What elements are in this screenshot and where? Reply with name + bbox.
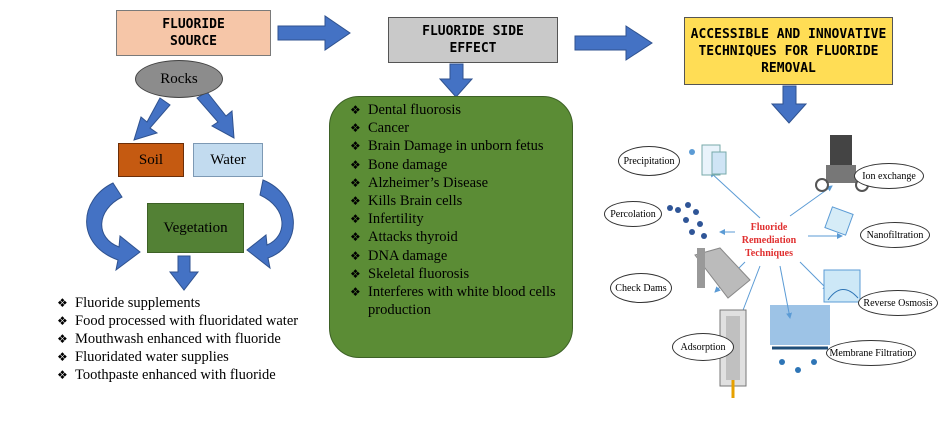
percolation-picture: [667, 202, 707, 239]
techniques-title: ACCESSIBLE AND INNOVATIVE TECHNIQUES FOR…: [684, 17, 893, 85]
ion-exchange-label: Ion exchange: [854, 163, 924, 189]
side-effect-item: Skeletal fluorosis: [348, 265, 564, 283]
side-effect-item: Attacks thyroid: [348, 228, 564, 246]
arrow-effect-down: [438, 63, 474, 98]
percolation-label: Percolation: [604, 201, 662, 227]
side-effect-item: Cancer: [348, 119, 564, 137]
arrow-water-vegetation: [246, 179, 294, 270]
source-item: Mouthwash enhanced with fluoride: [55, 330, 345, 348]
arrow-techniques-down: [770, 85, 808, 124]
vegetation-node: Vegetation: [147, 203, 244, 253]
technique-illustrations: [667, 135, 869, 398]
check-dams-label: Check Dams: [610, 273, 672, 303]
source-item: Fluoridated water supplies: [55, 348, 345, 366]
side-effect-item: Kills Brain cells: [348, 192, 564, 210]
side-effect-title-text: FLUORIDE SIDE EFFECT: [422, 24, 524, 56]
side-effect-panel: Dental fluorosis Cancer Brain Damage in …: [329, 96, 573, 358]
membrane-filtration-label: Membrane Filtration: [826, 340, 916, 366]
side-effect-item: DNA damage: [348, 247, 564, 265]
water-label: Water: [210, 151, 246, 168]
arrow-rocks-water: [196, 91, 235, 139]
arrow-rocks-soil: [133, 97, 171, 141]
side-effect-item: Infertility: [348, 210, 564, 228]
precipitation-picture: [689, 144, 727, 176]
side-effect-item: Interferes with white blood cells produc…: [348, 283, 564, 319]
check-dams-picture: [694, 247, 751, 299]
side-effect-item: Alzheimer’s Disease: [348, 174, 564, 192]
nanofiltration-picture: [824, 206, 854, 236]
soil-label: Soil: [138, 151, 164, 168]
ion-exchange-picture: [815, 135, 869, 192]
source-item: Food processed with fluoridated water: [55, 312, 345, 330]
arrow-effect-to-techniques: [574, 25, 653, 61]
vegetation-label: Vegetation: [163, 219, 228, 236]
arrow-soil-vegetation: [86, 182, 141, 272]
remediation-center-label: Fluoride Remediation Techniques: [741, 222, 797, 259]
source-item: Fluoride supplements: [55, 294, 345, 312]
water-node: Water: [193, 143, 263, 177]
side-effect-item: Dental fluorosis: [348, 101, 564, 119]
soil-node: Soil: [118, 143, 184, 177]
nanofiltration-label: Nanofiltration: [860, 222, 930, 248]
arrow-source-to-effect: [277, 15, 351, 51]
fluoride-source-title-text: FLUORIDE SOURCE: [162, 17, 225, 49]
fluoride-source-title: FLUORIDE SOURCE: [116, 10, 271, 56]
source-item: Toothpaste enhanced with fluoride: [55, 366, 345, 384]
side-effect-item: Bone damage: [348, 156, 564, 174]
rocks-node: Rocks: [135, 60, 223, 98]
rocks-label: Rocks: [160, 70, 198, 87]
side-effect-list: Dental fluorosis Cancer Brain Damage in …: [348, 101, 564, 319]
reverse-osmosis-picture: [823, 269, 861, 303]
adsorption-label: Adsorption: [672, 333, 734, 361]
arrow-vegetation-down: [168, 255, 200, 291]
side-effect-title: FLUORIDE SIDE EFFECT: [388, 17, 558, 63]
membrane-filtration-picture: [770, 305, 830, 373]
techniques-title-text: ACCESSIBLE AND INNOVATIVE TECHNIQUES FOR…: [690, 26, 887, 76]
fluoride-source-list: Fluoride supplements Food processed with…: [55, 294, 345, 384]
precipitation-label: Precipitation: [618, 146, 680, 176]
reverse-osmosis-label: Reverse Osmosis: [858, 290, 938, 316]
side-effect-item: Brain Damage in unborn fetus: [348, 137, 564, 155]
